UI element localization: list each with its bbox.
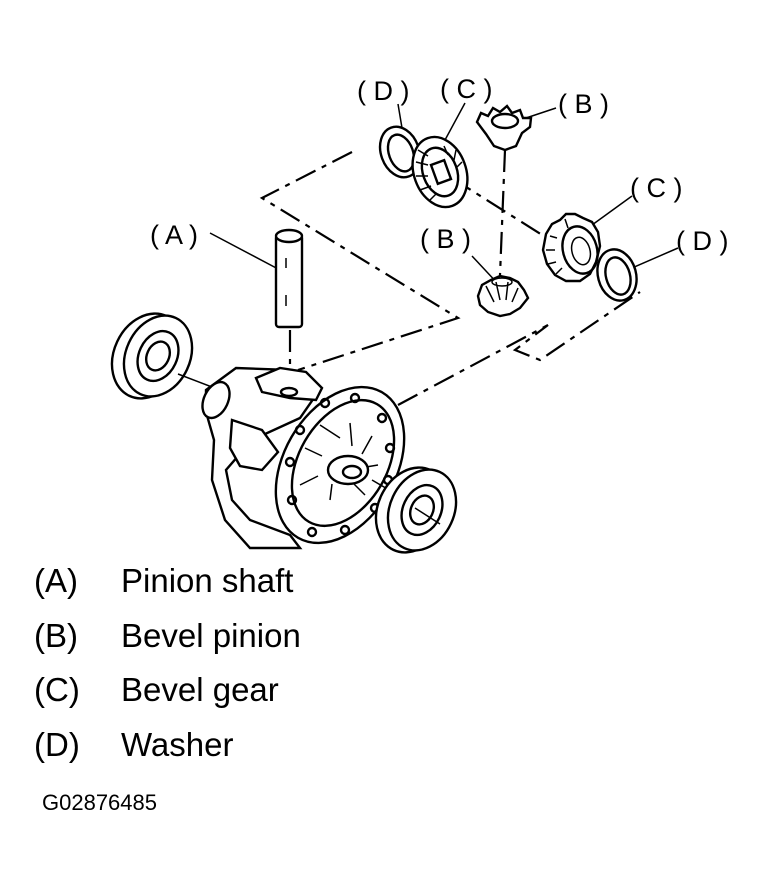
callout-c-top: ( C )	[440, 74, 492, 104]
legend-text: Bevel gear	[121, 671, 279, 708]
legend-key: (B)	[34, 617, 78, 654]
pinion-shaft	[274, 228, 304, 329]
legend-text: Washer	[121, 726, 234, 763]
legend-key: (C)	[34, 671, 80, 708]
callout-b-top: ( B )	[558, 89, 609, 119]
callout-b-lower: ( B )	[420, 224, 471, 254]
bearing-right	[371, 466, 458, 554]
bearing-left	[110, 312, 194, 400]
washer-right	[596, 248, 638, 302]
exploded-differential-diagram: ( A ) ( D ) ( C ) ( B ) ( C ) ( B ) ( D …	[110, 74, 728, 554]
figure-code: G02876485	[42, 790, 157, 815]
bevel-gear-top	[411, 135, 469, 209]
legend-key: (A)	[34, 562, 78, 599]
legend-text: Bevel pinion	[121, 617, 301, 654]
bevel-gear-right	[541, 212, 602, 283]
legend-text: Pinion shaft	[121, 562, 294, 599]
callout-d-top: ( D )	[357, 76, 409, 106]
callout-c-right: ( C )	[630, 173, 682, 203]
callout-d-right: ( D )	[676, 226, 728, 256]
washer-top	[378, 125, 422, 179]
callout-a: ( A )	[150, 220, 198, 250]
bevel-pinion-lower	[476, 274, 530, 318]
bevel-pinion-top	[475, 104, 533, 152]
legend-key: (D)	[34, 726, 80, 763]
differential-case	[177, 366, 406, 550]
